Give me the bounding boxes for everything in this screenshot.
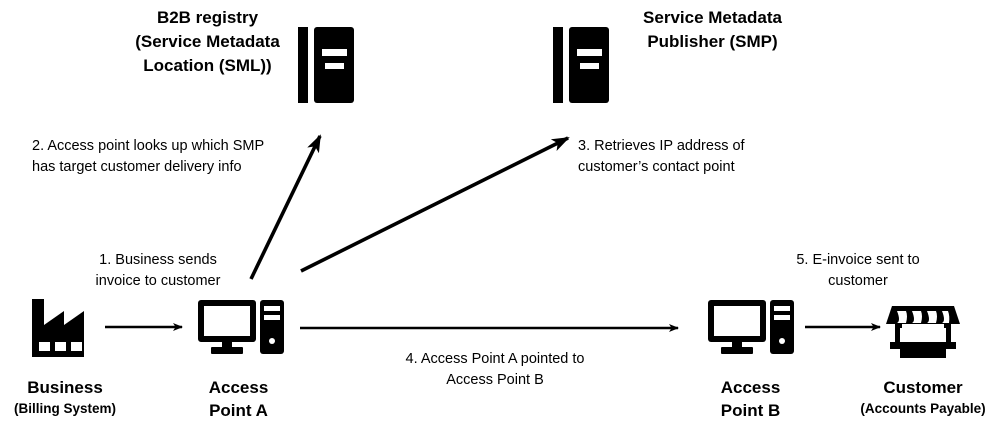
smp-title: Service Metadata Publisher (SMP) [643,8,782,51]
access-point-a-label-line2: Point A [209,401,268,420]
access-point-a-label: Access Point A [181,376,296,422]
step-2-note: 2. Access point looks up which SMP has t… [32,138,265,175]
access-point-b-label-line1: Access [720,378,781,397]
customer-label-line1: Customer [883,378,963,397]
step-5-note: 5. E-invoice sent to customer [796,252,920,289]
business-label: Business (Billing System) [0,376,130,419]
customer-label: Customer (Accounts Payable) [843,376,1000,419]
step-3-note: 3. Retrieves IP address of customer’s co… [578,138,745,175]
business-label-line2: (Billing System) [13,401,116,416]
access-point-a-label-line1: Access [208,378,269,397]
arrow-access-point-a-to-smp [300,136,570,273]
server-icon [553,27,609,103]
access-point-b-label: Access Point B [693,376,808,422]
step-4-note: 4. Access Point A pointed to Access Poin… [405,351,585,388]
server-icon [298,27,354,103]
business-label-line1: Business [27,378,103,397]
computer-icon [708,300,794,356]
computer-icon [198,300,284,356]
factory-icon [22,299,92,357]
shop-icon [886,298,960,358]
customer-label-line2: (Accounts Payable) [860,401,986,416]
access-point-b-label-line2: Point B [720,401,781,420]
step-1-note: 1. Business sends invoice to customer [95,252,221,289]
b2b-registry-title: B2B registry (Service Metadata Location … [135,8,280,75]
